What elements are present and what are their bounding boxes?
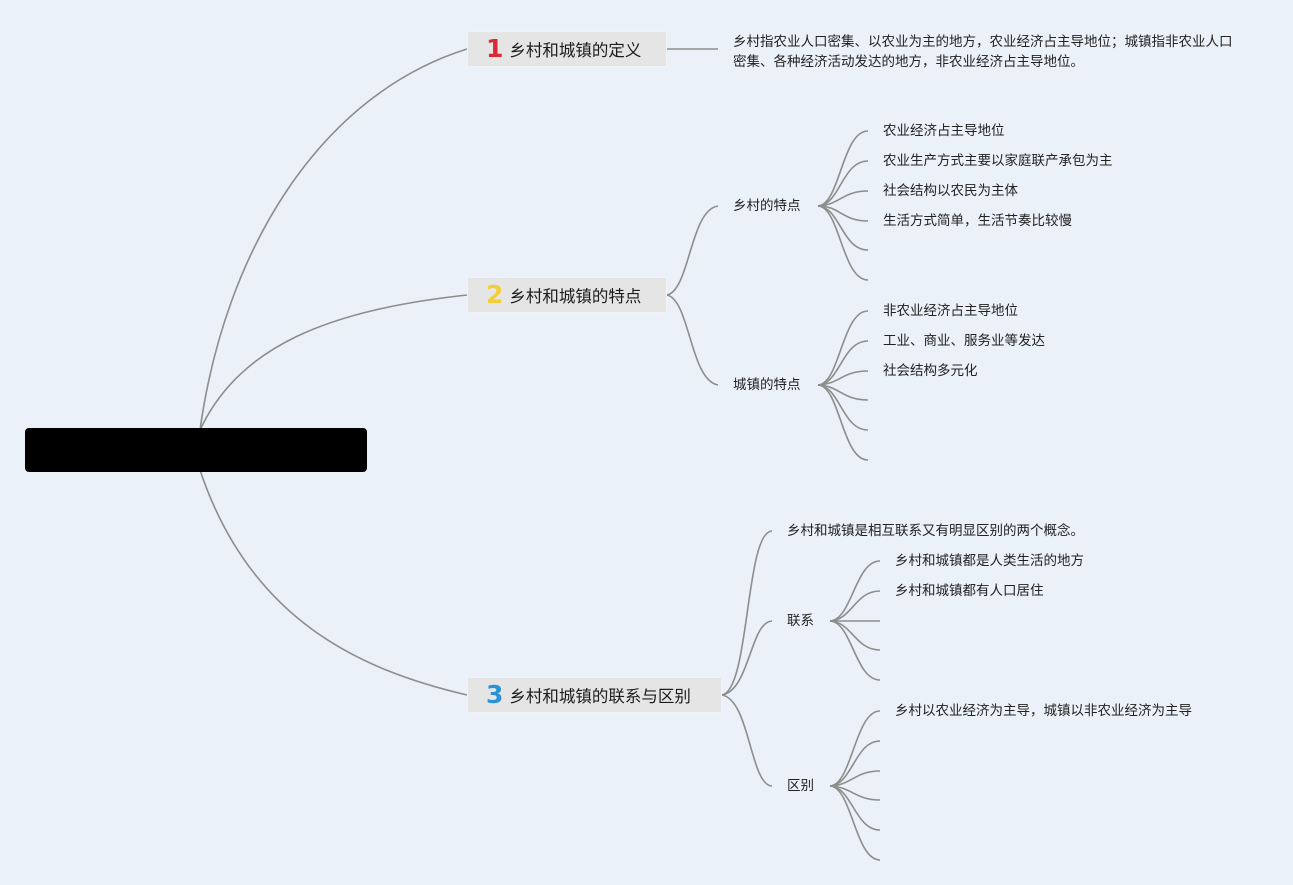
connector-diff-item5 — [829, 785, 881, 831]
rural-item[interactable]: 社会结构以农民为主体 — [883, 183, 1018, 199]
connector-urban-item5 — [817, 384, 869, 431]
subtopic-difference[interactable]: 区别 — [787, 778, 814, 794]
connector-link-item2 — [829, 590, 881, 622]
connector-root-topic1 — [199, 48, 468, 431]
rural-item[interactable]: 生活方式简单，生活节奏比较慢 — [883, 213, 1072, 229]
topic-characteristics[interactable]: 2 乡村和城镇的特点 — [467, 277, 667, 313]
connector-diff-item2 — [829, 740, 881, 787]
relation-item[interactable]: 乡村和城镇都是人类生活的地方 — [895, 553, 1084, 569]
connector-rural-item3 — [817, 190, 869, 207]
central-topic-redacted[interactable] — [25, 428, 367, 472]
connector-rural-item5 — [817, 205, 869, 251]
connector-diff-item6 — [829, 785, 881, 861]
connector-link-item4 — [829, 620, 881, 651]
connector-topic2-urban — [666, 294, 719, 386]
definition-note[interactable]: 乡村指农业人口密集、以农业为主的地方，农业经济占主导地位；城镇指非农业人口密集、… — [733, 34, 1233, 70]
connector-diff-item1 — [829, 710, 881, 787]
number-3-icon: 3 — [486, 679, 504, 709]
urban-item[interactable]: 社会结构多元化 — [883, 363, 978, 379]
topic-relation-difference[interactable]: 3 乡村和城镇的联系与区别 — [467, 677, 722, 713]
topic-title: 乡村和城镇的定义 — [509, 41, 642, 60]
difference-item[interactable]: 乡村以农业经济为主导，城镇以非农业经济为主导 — [895, 703, 1192, 719]
connector-topic3-intro — [721, 530, 773, 696]
subtopic-rural-characteristics[interactable]: 乡村的特点 — [733, 198, 801, 214]
connector-urban-item3 — [817, 370, 869, 386]
relation-item[interactable]: 乡村和城镇都有人口居住 — [895, 583, 1044, 599]
number-2-icon: 2 — [486, 279, 504, 309]
connector-root-topic3 — [199, 469, 468, 696]
topic-definition[interactable]: 1 乡村和城镇的定义 — [467, 31, 667, 67]
connector-urban-item1 — [817, 310, 869, 386]
connector-diff-item3 — [829, 770, 881, 787]
connector-topic3-link — [721, 620, 773, 696]
rural-item[interactable]: 农业经济占主导地位 — [883, 123, 1005, 139]
urban-item[interactable]: 非农业经济占主导地位 — [883, 303, 1018, 319]
connector-rural-item2 — [817, 160, 869, 207]
topic-title: 乡村和城镇的特点 — [509, 287, 642, 306]
subtopic-urban-characteristics[interactable]: 城镇的特点 — [733, 377, 801, 393]
relation-intro[interactable]: 乡村和城镇是相互联系又有明显区别的两个概念。 — [787, 523, 1084, 539]
urban-item[interactable]: 工业、商业、服务业等发达 — [883, 333, 1045, 349]
connector-rural-item1 — [817, 130, 869, 207]
topic-title: 乡村和城镇的联系与区别 — [509, 687, 691, 706]
connector-topic2-rural — [666, 205, 719, 296]
connector-root-topic2 — [199, 294, 468, 431]
connector-urban-item6 — [817, 384, 869, 461]
number-1-icon: 1 — [486, 33, 504, 63]
subtopic-relation[interactable]: 联系 — [787, 613, 814, 629]
connector-topic3-diff — [721, 694, 773, 787]
connector-link-item5 — [829, 620, 881, 681]
connector-urban-item2 — [817, 340, 869, 386]
connector-link-item1 — [829, 560, 881, 622]
rural-item[interactable]: 农业生产方式主要以家庭联产承包为主 — [883, 153, 1113, 169]
connector-rural-item6 — [817, 205, 869, 281]
